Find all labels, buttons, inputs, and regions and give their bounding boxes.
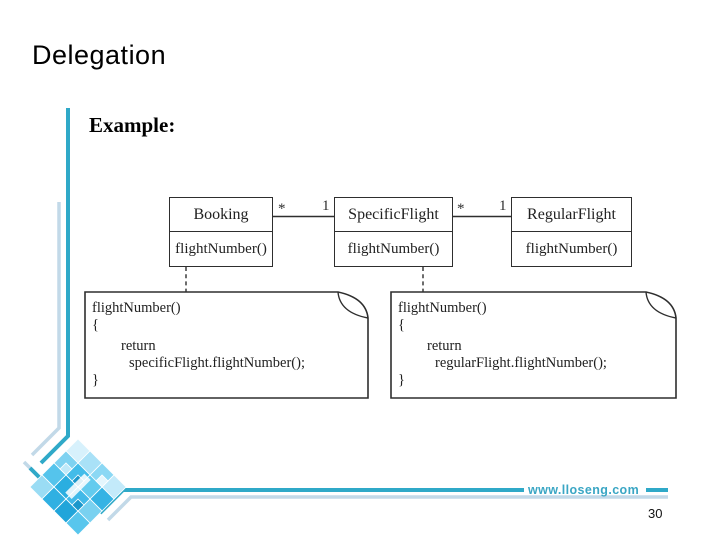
note-code-line: { [92, 317, 99, 333]
class-name: Booking [170, 198, 272, 232]
left-lightblue-line [30, 202, 61, 457]
multiplicity-star: * [457, 201, 465, 217]
left-teal-line [39, 108, 70, 465]
note-code-line: return [427, 338, 462, 354]
note-code-line: return [121, 338, 156, 354]
section-label: Example: [89, 113, 176, 137]
class-method: flightNumber() [175, 240, 267, 257]
note-code-line: } [92, 372, 99, 388]
uml-class-specificflight: SpecificFlight flightNumber() [334, 197, 453, 267]
page-title: Delegation [32, 40, 167, 70]
multiplicity-star: * [278, 201, 286, 217]
mosaic-diamond-logo [29, 438, 127, 536]
uml-note-left-shape [84, 291, 369, 399]
note-code-line: { [398, 317, 405, 333]
bottom-lightblue-line [106, 495, 668, 522]
note-code-line: specificFlight.flightNumber(); [129, 355, 305, 371]
note-code-line: regularFlight.flightNumber(); [435, 355, 607, 371]
class-method: flightNumber() [347, 240, 440, 257]
class-name: SpecificFlight [335, 198, 452, 232]
note-code-line: flightNumber() [92, 300, 181, 316]
uml-note-right-shape [390, 291, 677, 399]
class-method: flightNumber() [525, 240, 618, 257]
uml-note-right-fold [645, 291, 677, 319]
uml-note-left-fold [337, 291, 369, 319]
uml-class-booking: Booking flightNumber() [169, 197, 273, 267]
multiplicity-one: 1 [499, 198, 507, 214]
note-code-line: flightNumber() [398, 300, 487, 316]
note-code-line: } [398, 372, 405, 388]
page-number: 30 [648, 506, 663, 521]
multiplicity-one: 1 [322, 198, 330, 214]
class-name: RegularFlight [512, 198, 631, 232]
uml-class-regularflight: RegularFlight flightNumber() [511, 197, 632, 267]
footer-url: www.lloseng.com [528, 483, 640, 497]
